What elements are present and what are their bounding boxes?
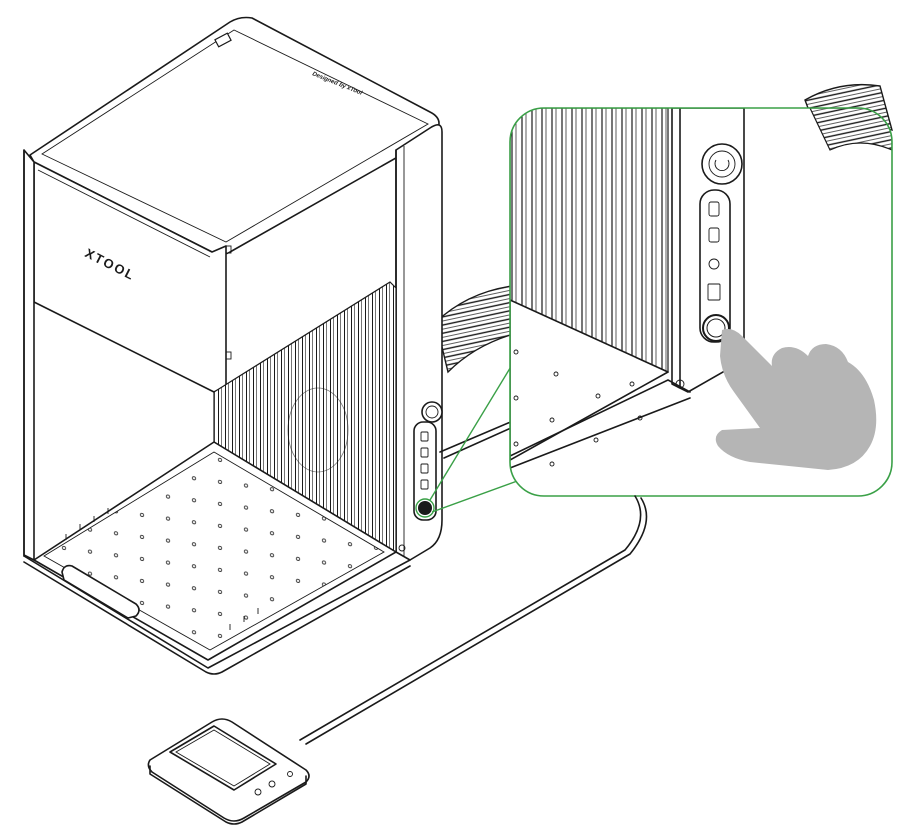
zoom-detail-panel <box>509 107 893 497</box>
xtool-laser-machine-icon: Designed by xTool XTOOL <box>23 16 521 675</box>
touchscreen-controller-icon <box>147 718 310 825</box>
controller-cable <box>299 495 642 741</box>
power-button-icon <box>418 501 432 515</box>
zoom-connector <box>415 359 521 518</box>
hand-pointer-icon <box>715 328 877 470</box>
